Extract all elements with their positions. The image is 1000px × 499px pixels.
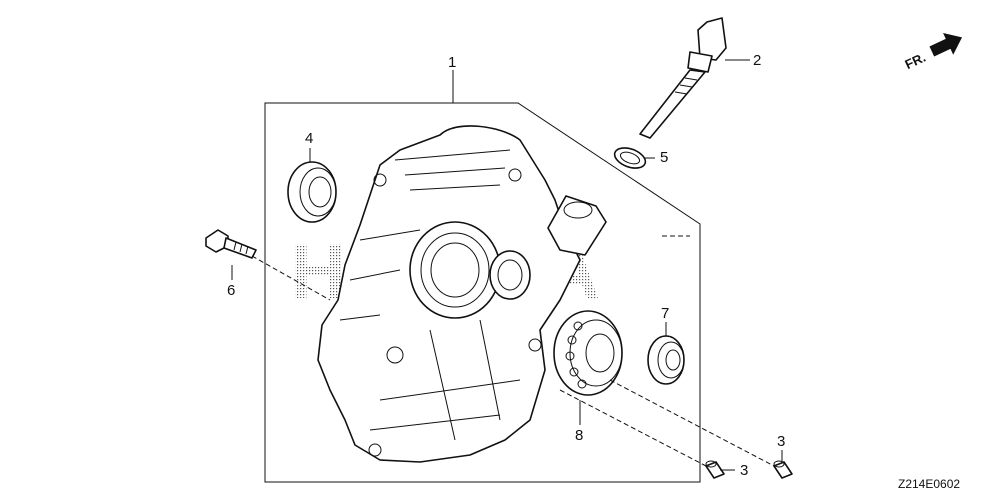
ball-bearing-large [553, 310, 623, 396]
front-direction-indicator: FR. [903, 32, 963, 72]
callout-8: 8 [575, 427, 583, 444]
assembly-boundary [264, 102, 701, 483]
callout-6: 6 [227, 282, 235, 299]
callout-1: 1 [448, 54, 456, 71]
flange-bolt [205, 229, 257, 259]
crankcase-cover [317, 125, 607, 463]
fr-label: FR. [903, 50, 928, 72]
ball-bearing-small [647, 335, 685, 385]
oil-level-sensor [639, 17, 727, 139]
callout-2: 2 [753, 52, 761, 69]
leader-lines [231, 59, 783, 471]
dowel-pin-left [705, 460, 725, 479]
callout-4: 4 [305, 130, 313, 147]
callout-3-right: 3 [777, 433, 785, 450]
drawing-code: Z214E0602 [898, 477, 960, 491]
callout-3-bottom: 3 [740, 462, 748, 479]
arrow-icon [929, 32, 963, 57]
o-ring [613, 147, 647, 169]
callout-7: 7 [661, 305, 669, 322]
oil-seal [287, 161, 337, 223]
callout-5: 5 [660, 149, 668, 166]
dowel-pin-right [773, 460, 793, 479]
